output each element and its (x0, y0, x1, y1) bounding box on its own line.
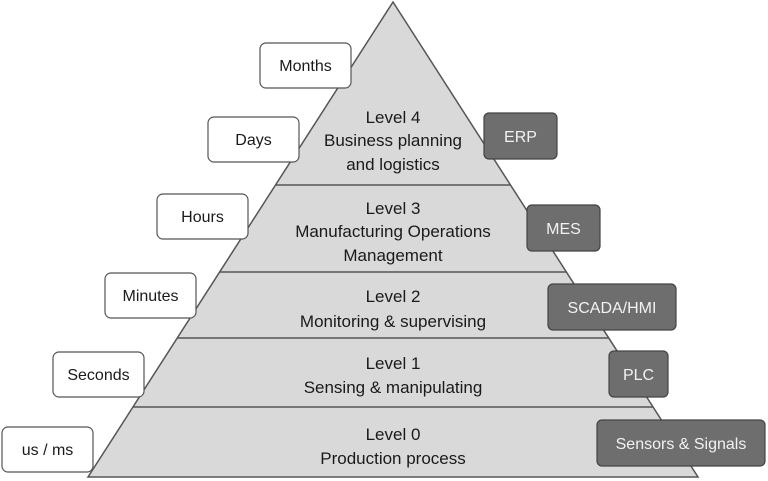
system-label: SCADA/HMI (568, 300, 657, 317)
level-title: Level 1 (366, 354, 421, 373)
system-box: ERP (483, 112, 558, 160)
level-1: Level 1 Sensing & manipulating (304, 354, 483, 397)
timescale-label: Months (279, 58, 331, 75)
level-0: Level 0 Production process (320, 425, 466, 468)
timescale-box: Months (259, 42, 352, 89)
level-title: Level 2 (366, 287, 421, 306)
level-description: Production process (320, 449, 466, 468)
system-box: Sensors & Signals (596, 419, 766, 467)
level-title: Level 3 (366, 199, 421, 218)
timescale-box: us / ms (1, 426, 94, 473)
timescale-label: Hours (181, 209, 224, 226)
system-label: MES (546, 221, 581, 238)
level-description: Business planning (324, 131, 462, 150)
level-3: Level 3 Manufacturing OperationsManagemen… (295, 199, 491, 265)
level-description: Management (343, 246, 443, 265)
level-title: Level 0 (366, 425, 421, 444)
timescale-box: Hours (156, 193, 249, 240)
level-description: Monitoring & supervising (300, 312, 486, 331)
timescale-box: Minutes (104, 272, 197, 319)
level-description: Sensing & manipulating (304, 378, 483, 397)
timescale-box: Seconds (52, 351, 145, 398)
level-description: and logistics (346, 155, 440, 174)
level-description: Manufacturing Operations (295, 222, 491, 241)
level-2: Level 2 Monitoring & supervising (300, 287, 486, 331)
level-4: Level 4 Business planning and logistics (324, 108, 462, 174)
system-label: PLC (623, 367, 654, 384)
system-label: Sensors & Signals (616, 436, 747, 453)
system-box: SCADA/HMI (547, 283, 677, 331)
system-label: ERP (504, 129, 537, 146)
timescale-label: us / ms (22, 442, 74, 459)
timescale-box: Days (207, 116, 300, 163)
system-box: MES (526, 204, 601, 252)
level-title: Level 4 (366, 108, 421, 127)
timescale-label: Days (235, 132, 271, 149)
timescale-label: Minutes (122, 288, 178, 305)
timescale-label: Seconds (67, 367, 129, 384)
system-box: PLC (608, 350, 669, 398)
